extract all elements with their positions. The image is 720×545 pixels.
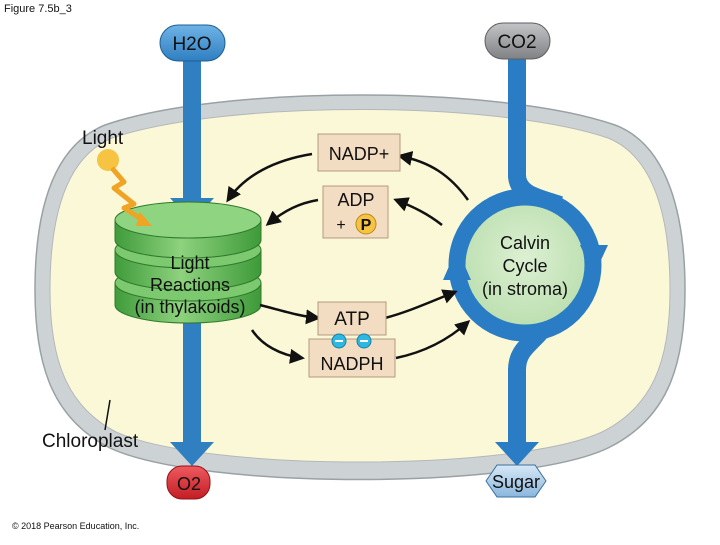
sunlight-icon — [97, 149, 152, 226]
figure-title: Figure 7.5b_3 — [4, 3, 72, 15]
phosphate-label: P — [361, 217, 372, 234]
nadph-label: NADPH — [320, 354, 383, 374]
light-label: Light — [82, 128, 124, 149]
sugar-output-arrowhead — [495, 442, 539, 466]
adp-plus-sign: + — [336, 217, 345, 234]
sugar-label: Sugar — [492, 472, 540, 492]
adp-box — [322, 185, 389, 239]
electron-charge-left-minus — [335, 340, 343, 342]
light-reactions-line-1: Light — [170, 253, 210, 273]
thylakoid-stack — [114, 201, 262, 324]
light-reactions-line-2: Reactions — [149, 275, 231, 295]
calvin-cycle-arrowhead-left — [443, 248, 471, 280]
calvin-cycle-line-1: Calvin — [499, 233, 551, 253]
atp-box — [317, 301, 387, 336]
nadp-box — [317, 133, 401, 172]
water-input-shaft — [183, 58, 201, 200]
nadph-box — [308, 338, 396, 378]
calvin-cycle-line-3: (in stroma) — [481, 279, 568, 299]
co2-label: CO2 — [497, 32, 536, 53]
water-capsule — [159, 24, 226, 62]
co2-capsule — [484, 22, 551, 60]
water-label: H2O — [172, 34, 211, 55]
calvin-cycle-label: Calvin Cycle (in stroma) — [466, 232, 584, 301]
nadph-to-calvin-arrow — [395, 319, 471, 360]
sugar-output-shaft — [508, 368, 526, 446]
calvin-cycle-arrowhead-right — [580, 245, 608, 275]
nadph-output-arrow — [250, 329, 305, 364]
atp-to-calvin-arrow — [384, 289, 458, 320]
chloroplast-label: Chloroplast — [42, 431, 139, 452]
adp-from-calvin-arrow — [393, 197, 443, 226]
adp-label: ADP — [337, 190, 374, 210]
atp-label: ATP — [334, 309, 370, 330]
copyright-notice: © 2018 Pearson Education, Inc. — [12, 521, 140, 531]
oxygen-label: O2 — [177, 474, 201, 494]
sugar-hexagon — [485, 464, 547, 498]
nadp-from-calvin-arrow — [397, 151, 470, 201]
chloroplast-leader-line — [104, 399, 111, 431]
sugar-exit-curve — [508, 324, 550, 371]
nadp-label: NADP+ — [329, 144, 390, 164]
nadp-return-arrow — [226, 152, 313, 203]
adp-return-arrow — [265, 198, 319, 226]
oxygen-output-arrowhead — [170, 442, 214, 466]
electron-charge-right-minus — [360, 340, 368, 342]
light-reactions-line-3: (in thylakoids) — [134, 297, 246, 317]
oxygen-output-shaft — [183, 320, 201, 445]
oxygen-capsule — [166, 465, 211, 500]
light-reactions-label: Light Reactions (in thylakoids) — [108, 252, 272, 318]
atp-output-arrow — [259, 303, 321, 325]
phosphate-circle — [355, 213, 377, 235]
calvin-cycle-line-2: Cycle — [502, 256, 548, 276]
co2-input-shaft — [508, 58, 526, 178]
